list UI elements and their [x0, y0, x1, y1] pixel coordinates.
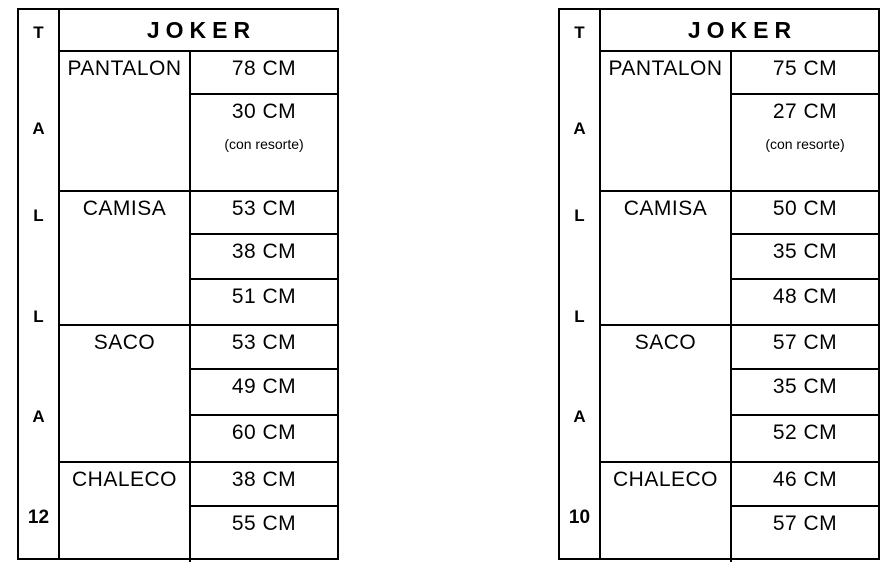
talla-letter: A [32, 407, 45, 426]
garment-group: CAMISA 50 CM 35 CM 48 CM [601, 192, 878, 326]
garment-label: CAMISA [82, 197, 167, 220]
measure-value: 38 CM [231, 468, 297, 491]
measure-row: 51 CM [191, 280, 337, 324]
talla-letter: L [574, 307, 585, 326]
garment-name-cell: SACO [601, 326, 732, 461]
talla-letter: T [33, 23, 44, 42]
measure-row: 30 CM (con resorte) [191, 95, 337, 190]
garment-label: PANTALON [608, 57, 723, 80]
garment-group: CHALECO 38 CM 55 CM [60, 463, 337, 562]
measure-row: 78 CM [191, 52, 337, 96]
garment-name-cell: PANTALON [60, 52, 191, 190]
talla-letter: A [573, 407, 586, 426]
measure-note: (con resorte) [765, 136, 845, 153]
brand-title: JOKER [687, 16, 798, 43]
measure-value: 50 CM [772, 197, 838, 220]
measure-value: 38 CM [231, 240, 297, 264]
measure-value: 35 CM [772, 375, 838, 399]
measure-value: 60 CM [231, 420, 297, 444]
chart-body: JOKER PANTALON 75 CM 27 CM (con resorte) CAM… [601, 10, 878, 562]
garment-name-cell: PANTALON [601, 52, 732, 190]
talla-letter: L [574, 206, 585, 225]
measure-row: 52 CM [732, 416, 878, 461]
garment-label: CHALECO [71, 468, 178, 491]
garment-group: PANTALON 78 CM 30 CM (con resorte) [60, 52, 337, 192]
measure-value: 57 CM [772, 512, 838, 535]
garment-name-cell: CAMISA [601, 192, 732, 324]
measure-value: 49 CM [231, 375, 297, 399]
measure-row: 35 CM [732, 370, 878, 416]
talla-letter: T [574, 23, 585, 42]
garment-name-cell: CHALECO [601, 463, 732, 562]
talla-letter: L [33, 307, 44, 326]
garment-group: SACO 57 CM 35 CM 52 CM [601, 326, 878, 463]
garment-groups: PANTALON 78 CM 30 CM (con resorte) CAMISA 53 … [60, 52, 337, 562]
garment-label: CHALECO [612, 468, 719, 491]
talla-vertical-label-column: T A L L A 12 [19, 10, 60, 558]
measure-value: 55 CM [231, 512, 297, 535]
garment-label: SACO [93, 331, 156, 354]
measure-value: 46 CM [772, 468, 838, 491]
measures-cell: 57 CM 35 CM 52 CM [732, 326, 878, 461]
garment-label: SACO [634, 331, 697, 354]
garment-label: CAMISA [623, 197, 708, 220]
talla-size-value: 10 [568, 507, 591, 528]
measure-row: 57 CM [732, 507, 878, 562]
measure-row: 38 CM [191, 463, 337, 507]
measure-row: 48 CM [732, 280, 878, 324]
measure-row: 49 CM [191, 370, 337, 416]
chart-header-row: JOKER [60, 10, 337, 52]
brand-title: JOKER [146, 16, 257, 43]
measures-cell: 75 CM 27 CM (con resorte) [732, 52, 878, 190]
garment-group: SACO 53 CM 49 CM 60 CM [60, 326, 337, 463]
measure-row: 27 CM (con resorte) [732, 95, 878, 190]
measure-note: (con resorte) [224, 136, 304, 153]
measures-cell: 78 CM 30 CM (con resorte) [191, 52, 337, 190]
garment-label: PANTALON [67, 57, 182, 80]
measure-value: 53 CM [231, 197, 297, 220]
measure-value: 53 CM [231, 331, 297, 354]
talla-letter: A [573, 119, 586, 138]
talla-letter: L [33, 206, 44, 225]
garment-group: CHALECO 46 CM 57 CM [601, 463, 878, 562]
garment-group: PANTALON 75 CM 27 CM (con resorte) [601, 52, 878, 192]
measure-value: 48 CM [772, 284, 838, 308]
measure-value: 57 CM [772, 331, 838, 354]
measure-value: 75 CM [772, 57, 838, 80]
measure-value: 27 CM [772, 100, 838, 124]
garment-name-cell: SACO [60, 326, 191, 461]
measure-row: 53 CM [191, 326, 337, 371]
measures-cell: 38 CM 55 CM [191, 463, 337, 562]
measures-cell: 53 CM 49 CM 60 CM [191, 326, 337, 461]
measures-cell: 53 CM 38 CM 51 CM [191, 192, 337, 324]
measure-value: 78 CM [231, 57, 297, 80]
garment-groups: PANTALON 75 CM 27 CM (con resorte) CAMISA 50 … [601, 52, 878, 562]
chart-header-row: JOKER [601, 10, 878, 52]
measure-row: 35 CM [732, 235, 878, 280]
measure-row: 46 CM [732, 463, 878, 507]
measure-row: 75 CM [732, 52, 878, 96]
measure-row: 55 CM [191, 507, 337, 562]
garment-group: CAMISA 53 CM 38 CM 51 CM [60, 192, 337, 326]
measure-value: 35 CM [772, 240, 838, 264]
measure-row: 50 CM [732, 192, 878, 236]
garment-name-cell: CHALECO [60, 463, 191, 562]
measure-row: 53 CM [191, 192, 337, 236]
garment-name-cell: CAMISA [60, 192, 191, 324]
measure-value: 52 CM [772, 420, 838, 444]
measure-row: 38 CM [191, 235, 337, 280]
talla-letter: A [32, 119, 45, 138]
measure-value: 51 CM [231, 284, 297, 308]
measure-value: 30 CM [231, 100, 297, 124]
talla-size-value: 12 [27, 507, 50, 528]
measures-cell: 46 CM 57 CM [732, 463, 878, 562]
talla-vertical-label-column: T A L L A 10 [560, 10, 601, 558]
measures-cell: 50 CM 35 CM 48 CM [732, 192, 878, 324]
chart-body: JOKER PANTALON 78 CM 30 CM (con resorte) CAM… [60, 10, 337, 562]
size-chart-talla-12: T A L L A 12 JOKER PANTALON 78 CM 30 CM (con res… [17, 8, 339, 562]
measure-row: 60 CM [191, 416, 337, 461]
measure-row: 57 CM [732, 326, 878, 371]
size-chart-talla-10: T A L L A 10 JOKER PANTALON 75 CM 27 CM (con res… [558, 8, 880, 562]
